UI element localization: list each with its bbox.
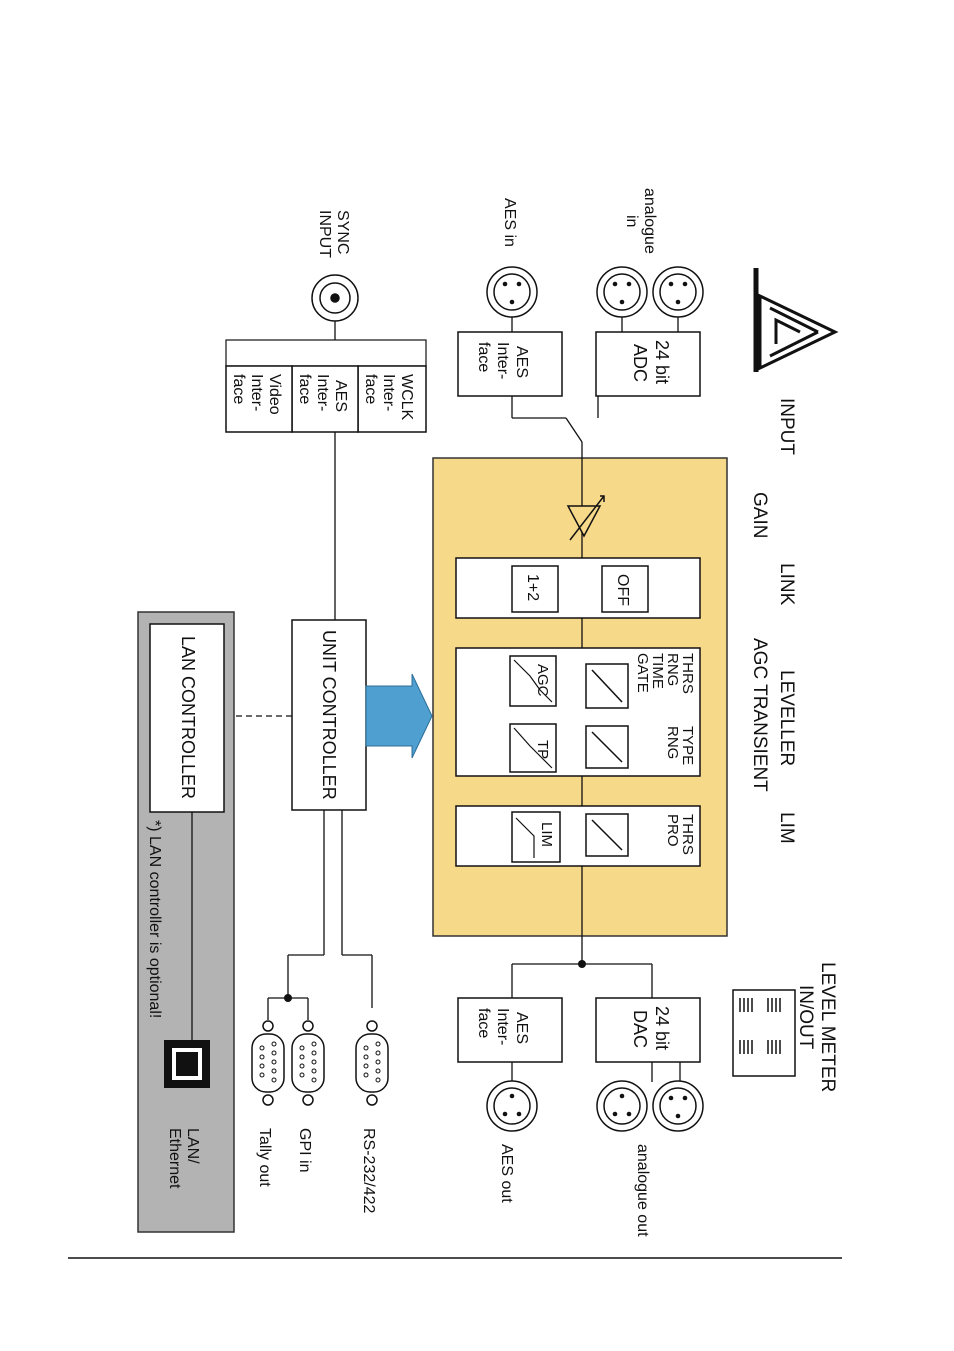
dsub-pins-icon <box>259 1041 381 1083</box>
agc-param-time: TIME <box>649 653 666 689</box>
gpi-in-label: GPI in <box>296 1128 313 1172</box>
agc-curve-icon <box>513 659 553 703</box>
agc-label: AGC <box>534 664 551 697</box>
wclk-interface-label-3: face <box>362 374 379 404</box>
aes-in-label: AES in <box>501 198 518 247</box>
video-interface-label: Video <box>266 374 283 415</box>
tally-out-label: Tally out <box>256 1128 273 1187</box>
stage-leveller-label: LEVELLER <box>776 670 797 766</box>
dac-label: 24 bit <box>652 1006 672 1050</box>
transient-label: TP <box>534 740 551 759</box>
lan-controller-block <box>149 623 225 813</box>
control-arrow-icon <box>365 673 433 759</box>
aes-in-interface-label: AES <box>513 346 530 378</box>
output-junction-dot <box>578 960 586 968</box>
sync-input-label-2: INPUT <box>316 210 333 258</box>
aes-in-interface-label-3: face <box>475 342 492 372</box>
link-off-button[interactable] <box>601 565 649 613</box>
xlr-out-connector-icon <box>486 1080 704 1132</box>
video-interface-label-2: Inter- <box>248 374 265 411</box>
leveller-panel <box>455 647 701 777</box>
video-interface-label-3: face <box>230 374 247 404</box>
junger-logo <box>753 268 839 372</box>
analogue-in-label: analogue <box>641 188 658 254</box>
stage-agc-transient-label: AGC TRANSIENT <box>749 638 770 792</box>
analogue-out-label: analogue out <box>634 1144 651 1237</box>
lan-optional-note: *) LAN controller is optional! <box>146 820 163 1018</box>
adc-block <box>595 331 701 397</box>
adc-label: 24 bit <box>652 340 672 384</box>
transient-param-type: TYPE <box>679 726 696 765</box>
stage-lim-label: LIM <box>776 812 797 844</box>
lan-ethernet-label-2: Ethernet <box>166 1128 183 1189</box>
lan-ethernet-label: LAN/ <box>184 1128 201 1164</box>
wclk-interface-label-2: Inter- <box>380 374 397 411</box>
video-interface-block <box>225 365 293 433</box>
link-12-button[interactable] <box>511 565 559 613</box>
ethernet-jack-slot <box>176 1052 198 1076</box>
lim-curve-icon <box>515 817 535 858</box>
aes-out-interface-block <box>457 997 563 1063</box>
xlr-pins-icon <box>502 281 688 305</box>
aes-in-interface-label-2: Inter- <box>494 342 511 379</box>
unit-controller-label: UNIT CONTROLLER <box>319 630 339 800</box>
transient-param-rng: RNG <box>664 726 681 759</box>
lan-controller-label: LAN CONTROLLER <box>178 636 198 799</box>
gpio-junction-dot <box>284 994 292 1002</box>
link-12-label: 1+2 <box>524 574 541 601</box>
level-meter-icon <box>732 989 796 1077</box>
link-panel <box>455 557 701 619</box>
bnc-connector-icon <box>311 274 359 322</box>
xlr-connector-icon <box>486 266 704 318</box>
aes-in-interface-block <box>457 331 563 397</box>
agc-param-thrs: THRS <box>679 653 696 694</box>
lim-curve-box <box>511 811 561 863</box>
agc-param-rng: RNG <box>664 653 681 686</box>
aes-out-interface-label-3: face <box>475 1008 492 1038</box>
agc-knob-indicator <box>591 669 623 703</box>
lim-param-thrs: THRS <box>679 814 696 855</box>
stage-gain-label: GAIN <box>749 492 770 538</box>
xlr-out-pins-icon <box>502 1093 688 1119</box>
rs232-label: RS-232/422 <box>360 1128 377 1213</box>
wclk-interface-block <box>357 365 427 433</box>
transient-knob-indicator <box>591 731 623 763</box>
sync-input-label: SYNC <box>334 210 351 254</box>
aes-sync-interface-label-3: face <box>296 374 313 404</box>
aes-sync-interface-label-2: Inter- <box>314 374 331 411</box>
dac-label-2: DAC <box>630 1010 650 1048</box>
aes-sync-interface-label: AES <box>332 380 349 412</box>
agc-param-gate: GATE <box>634 653 651 693</box>
transient-curve-icon <box>513 727 553 769</box>
level-meter-label: LEVEL METER <box>817 962 838 1092</box>
aes-sync-interface-block <box>291 365 359 433</box>
stage-link-label: LINK <box>776 563 797 606</box>
wclk-interface-label: WCLK <box>398 374 415 421</box>
stage-input-label: INPUT <box>776 398 797 455</box>
lim-param-pro: PRO <box>664 814 681 847</box>
lim-knob-indicator <box>591 819 623 851</box>
analogue-in-label-2: in <box>623 215 640 227</box>
lim-panel <box>455 805 701 867</box>
aes-out-interface-label-2: Inter- <box>494 1008 511 1045</box>
dac-block <box>595 997 701 1063</box>
aes-out-interface-label: AES <box>513 1012 530 1044</box>
aes-out-label: AES out <box>498 1144 515 1203</box>
lim-label: LIM <box>538 822 555 847</box>
gain-amplifier-icon <box>566 495 605 541</box>
link-off-label: OFF <box>614 574 631 606</box>
adc-label-2: ADC <box>630 344 650 382</box>
level-meter-sublabel: IN/OUT <box>795 985 816 1050</box>
sync-interface-bracket <box>225 339 427 367</box>
